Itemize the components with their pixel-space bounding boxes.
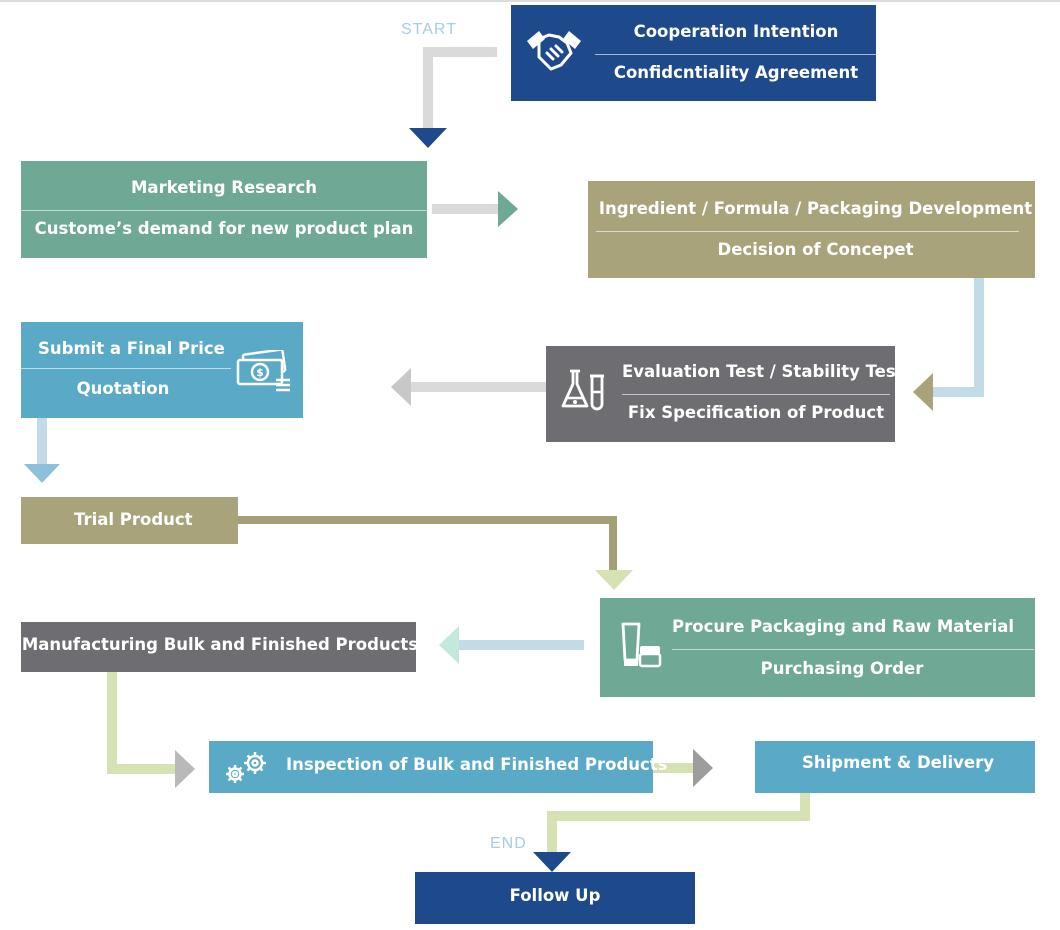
arrowhead-down-lightgreen xyxy=(595,570,633,590)
step-inspection: Inspection of Bulk and Finished Products xyxy=(209,741,668,793)
step-followup-title: Follow Up xyxy=(509,886,601,905)
step-evaluation: Evaluation Test / Stability Test Fix Spe… xyxy=(546,346,904,442)
step-marketing: Marketing Research Custome’s demand for … xyxy=(21,161,427,258)
money-icon: $ xyxy=(236,350,290,392)
step-cooperation-title: Cooperation Intention xyxy=(633,22,839,41)
svg-text:$: $ xyxy=(256,366,264,379)
end-label: END xyxy=(490,835,527,852)
start-label: START xyxy=(401,21,457,38)
separator xyxy=(21,368,231,369)
step-quotation-title: Submit a Final Price xyxy=(38,339,225,358)
step-inspection-title: Inspection of Bulk and Finished Products xyxy=(286,755,668,774)
step-manufacturing-title: Manufacturing Bulk and Finished Products xyxy=(21,635,419,654)
top-rule xyxy=(0,0,1060,2)
arrowhead-right-gray-2 xyxy=(693,749,713,787)
step-development-title: Ingredient / Formula / Packaging Develop… xyxy=(598,199,1033,218)
step-quotation-subtitle: Quotation xyxy=(76,379,170,398)
lab-flask-icon xyxy=(561,369,604,411)
step-trial-title: Trial Product xyxy=(74,510,193,529)
arrowhead-down-blue xyxy=(24,464,60,483)
arrowhead-right-teal xyxy=(498,191,518,227)
step-procure-title: Procure Packaging and Raw Material xyxy=(672,617,1015,636)
step-procure-subtitle: Purchasing Order xyxy=(760,659,924,678)
step-evaluation-title: Evaluation Test / Stability Test xyxy=(622,362,904,381)
connector-start-to-marketing xyxy=(423,47,497,130)
step-development-subtitle: Decision of Concepet xyxy=(717,240,914,259)
separator xyxy=(21,210,427,211)
arrowhead-right-gray xyxy=(175,750,195,788)
step-cooperation: Cooperation Intention Confidcntiality Ag… xyxy=(511,5,876,101)
connector-manufacturing-to-inspection xyxy=(107,672,176,774)
step-procure: Procure Packaging and Raw Material Purch… xyxy=(600,598,1035,697)
step-evaluation-subtitle: Fix Specification of Product xyxy=(627,403,885,422)
arrowhead-left-mint xyxy=(439,626,459,664)
separator xyxy=(622,394,890,395)
step-quotation: Submit a Final Price Quotation $ xyxy=(21,322,303,418)
connector-development-to-evaluation xyxy=(932,278,984,397)
separator xyxy=(595,54,876,55)
separator xyxy=(672,649,1034,650)
step-shipment-title: Shipment & Delivery xyxy=(801,753,995,772)
step-marketing-subtitle: Custome’s demand for new product plan xyxy=(34,219,414,238)
arrowhead-left-olive xyxy=(913,373,933,411)
step-cooperation-subtitle: Confidcntiality Agreement xyxy=(613,63,859,82)
arrowhead-left-gray xyxy=(391,368,411,406)
connector-shipment-to-followup xyxy=(547,793,810,853)
cosmetic-jar-icon xyxy=(621,622,662,668)
arrowhead-down-navy-2 xyxy=(533,852,571,872)
step-marketing-title: Marketing Research xyxy=(131,178,317,197)
step-shipment: Shipment & Delivery xyxy=(755,741,1035,793)
step-development: Ingredient / Formula / Packaging Develop… xyxy=(588,181,1035,278)
connector-trial-to-procure xyxy=(238,516,617,570)
step-followup: Follow Up xyxy=(415,872,695,924)
gears-icon xyxy=(226,752,266,783)
step-manufacturing: Manufacturing Bulk and Finished Products xyxy=(21,622,419,672)
handshake-icon xyxy=(527,31,581,71)
arrowhead-down-navy xyxy=(409,128,447,148)
separator xyxy=(596,231,1019,232)
step-trial: Trial Product xyxy=(21,497,238,544)
